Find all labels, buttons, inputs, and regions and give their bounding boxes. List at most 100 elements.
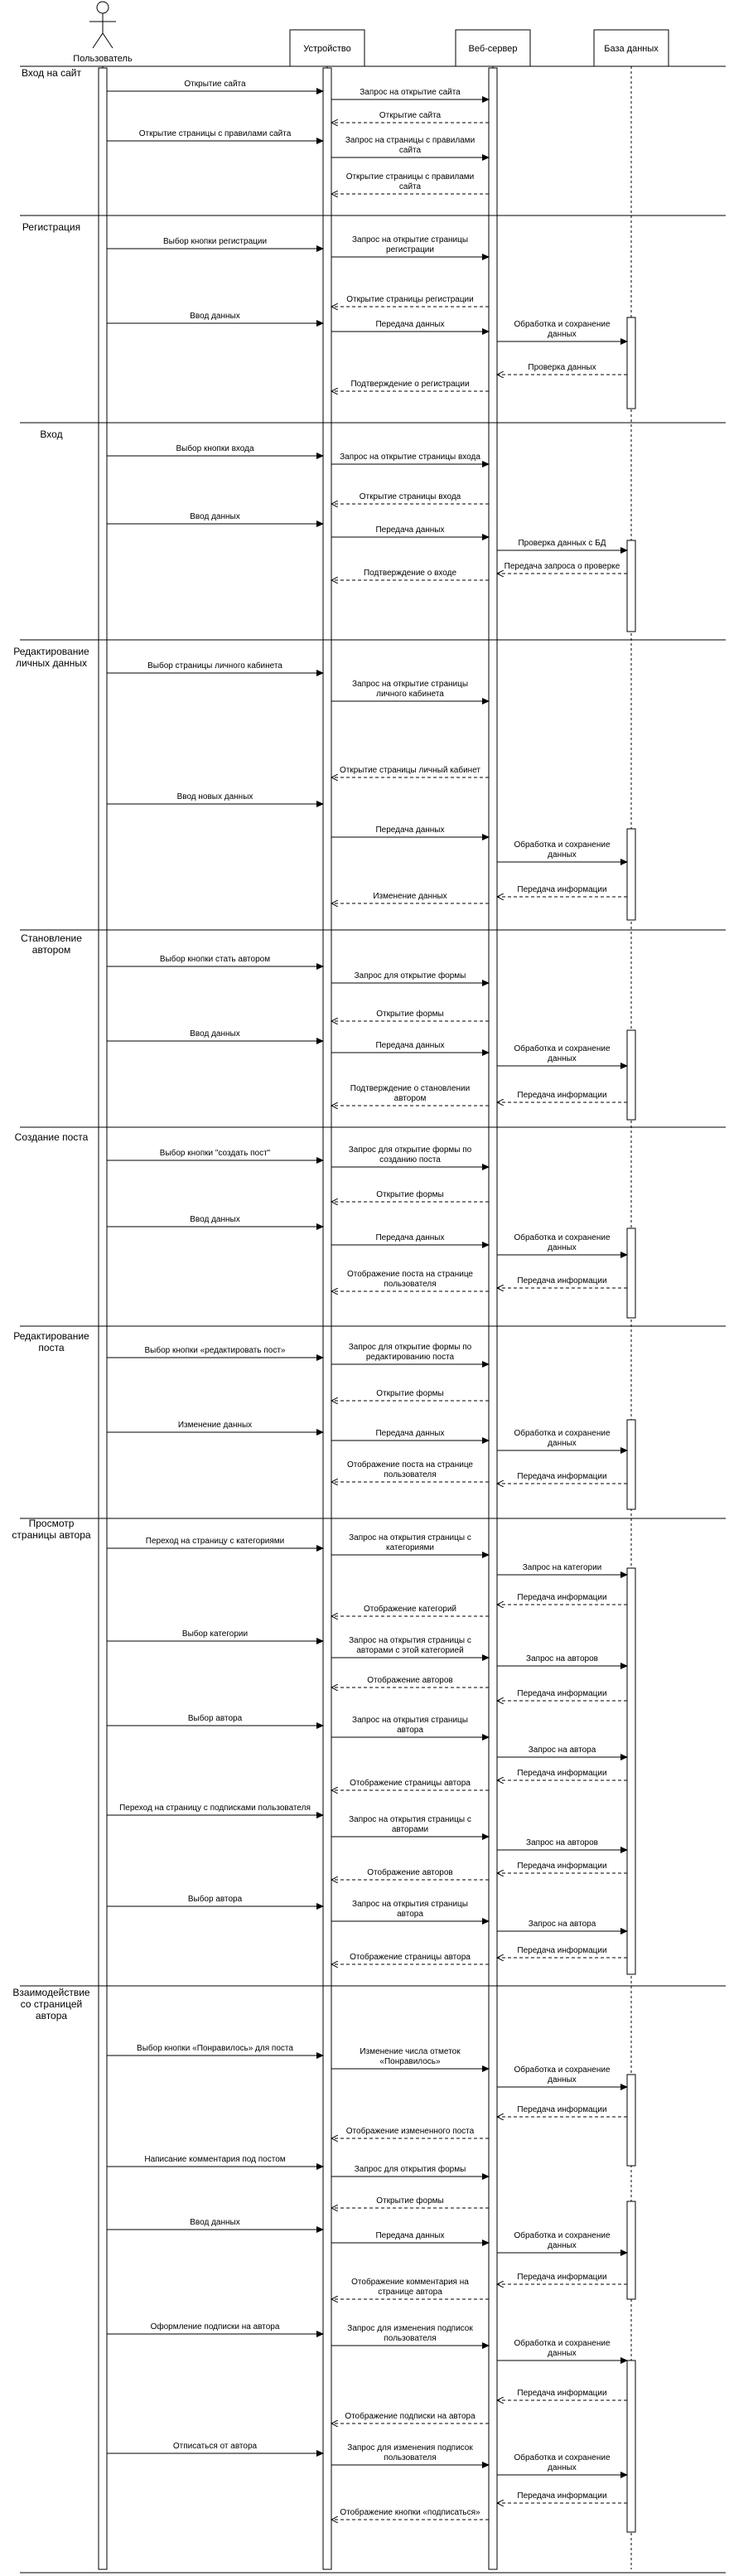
message: Запрос на открытие страницы входа xyxy=(331,453,490,467)
message-label: Переход на страницу с категориями xyxy=(146,1537,284,1546)
message-label: Изменение данных xyxy=(373,892,447,901)
message: Отписаться от автора xyxy=(107,2442,324,2457)
activation-server xyxy=(488,67,498,2570)
reply-message: Передача информации xyxy=(497,2272,627,2284)
message: Выбор кнопки входа xyxy=(107,443,324,459)
message-label: Запрос на автора xyxy=(529,1920,596,1929)
message: Выбор категории xyxy=(107,1629,324,1644)
message-label: Отображение авторов xyxy=(367,1867,452,1877)
message: Ввод новых данных xyxy=(107,792,324,807)
activation-db xyxy=(626,2360,636,2533)
message-label: Отображение страницы автора xyxy=(350,1952,471,1962)
message-label: Выбор кнопки «Понравилось» для поста xyxy=(137,2043,293,2053)
participant-server: Веб-сервер xyxy=(455,29,531,67)
activation-db xyxy=(626,2201,636,2300)
message-label: Передача информации xyxy=(517,1276,606,1286)
message-label: Выбор автора xyxy=(188,1713,243,1723)
message-label: Запрос на открытие сайта xyxy=(360,88,461,97)
participant-label-device: Устройство xyxy=(303,44,351,54)
message: Передача данных xyxy=(331,1041,490,1056)
message-label: Открытие страницы регистрации xyxy=(346,295,473,304)
participant-db: База данных xyxy=(593,29,669,67)
message-label: Подтверждение о входе xyxy=(364,569,457,578)
activation-db xyxy=(626,1029,636,1121)
message-label: Открытие формы xyxy=(376,1189,443,1199)
reply-message: Отображение авторов xyxy=(331,1675,489,1687)
message: Переход на страницу с подписками пользов… xyxy=(107,1804,324,1818)
message-label: Отображение страницы автора xyxy=(350,1778,471,1788)
message-label: Отображение категорий xyxy=(364,1604,456,1614)
message-label: Передача информации xyxy=(517,2104,606,2114)
message: Открытие страницы с правилами сайта xyxy=(107,129,324,144)
message: Проверка данных с БД xyxy=(497,539,628,554)
message: Передача данных xyxy=(331,826,490,840)
participant-device: Устройство xyxy=(289,29,365,67)
message-label: Ввод данных xyxy=(190,512,239,521)
message-label: Открытие формы xyxy=(376,2196,443,2206)
section-title: Вход xyxy=(40,429,62,440)
message-label: Передача информации xyxy=(517,2491,606,2501)
message: Выбор кнопки "создать пост" xyxy=(107,1148,324,1164)
actor-icon xyxy=(89,1,116,49)
message-label: Изменение данных xyxy=(178,1421,252,1430)
message: Передача данных xyxy=(331,320,490,335)
message: Передача данных xyxy=(331,2231,490,2246)
message-label: Передача информации xyxy=(517,2272,606,2282)
message-label: Передача данных xyxy=(375,2231,444,2240)
message: Запрос для открытия формы xyxy=(331,2164,490,2180)
message-label: Передача информации xyxy=(517,1945,606,1955)
message-label: Передача информации xyxy=(517,884,606,894)
message-label: Запрос на авторов xyxy=(526,1654,598,1663)
message: Передача данных xyxy=(331,1233,490,1248)
message: Выбор кнопки стать автором xyxy=(107,954,324,970)
message: Запрос на автора xyxy=(497,1920,628,1934)
message-label: Написание комментария под постом xyxy=(144,2155,285,2164)
message-label: Передача данных xyxy=(375,320,444,329)
message: Ввод данных xyxy=(107,1215,324,1230)
message: Запрос на открытие сайта xyxy=(331,88,490,103)
reply-message: Передача информации xyxy=(497,1090,627,1102)
message-label: Открытие страницы с правилами сайта xyxy=(139,129,292,138)
reply-message: Передача информации xyxy=(497,2104,627,2117)
message-label: Открытие формы xyxy=(376,1009,443,1019)
message-label: Открытие формы xyxy=(376,1388,443,1398)
message: Выбор автора xyxy=(107,1713,324,1729)
message-label: Передача запроса о проверке xyxy=(505,562,620,571)
reply-message: Отображение категорий xyxy=(331,1604,489,1616)
reply-message: Открытие формы xyxy=(331,1189,489,1202)
message-label: Передача данных xyxy=(375,1041,444,1050)
message-label: Запрос для открытия формы xyxy=(355,2164,466,2174)
reply-message: Отображение авторов xyxy=(331,1867,489,1880)
reply-message: Передача информации xyxy=(497,2388,627,2400)
message-label: Проверка данных с БД xyxy=(518,539,606,548)
message: Выбор автора xyxy=(107,1894,324,1910)
reply-message: Открытие формы xyxy=(331,2196,489,2208)
activation-db xyxy=(626,1227,636,1319)
message: Ввод данных xyxy=(107,312,324,327)
reply-message: Передача информации xyxy=(497,884,627,897)
reply-message: Передача информации xyxy=(497,1768,627,1780)
reply-message: Открытие страницы личный кабинет xyxy=(331,765,489,777)
message-label: Отображение кнопки «подписаться» xyxy=(340,2507,480,2517)
